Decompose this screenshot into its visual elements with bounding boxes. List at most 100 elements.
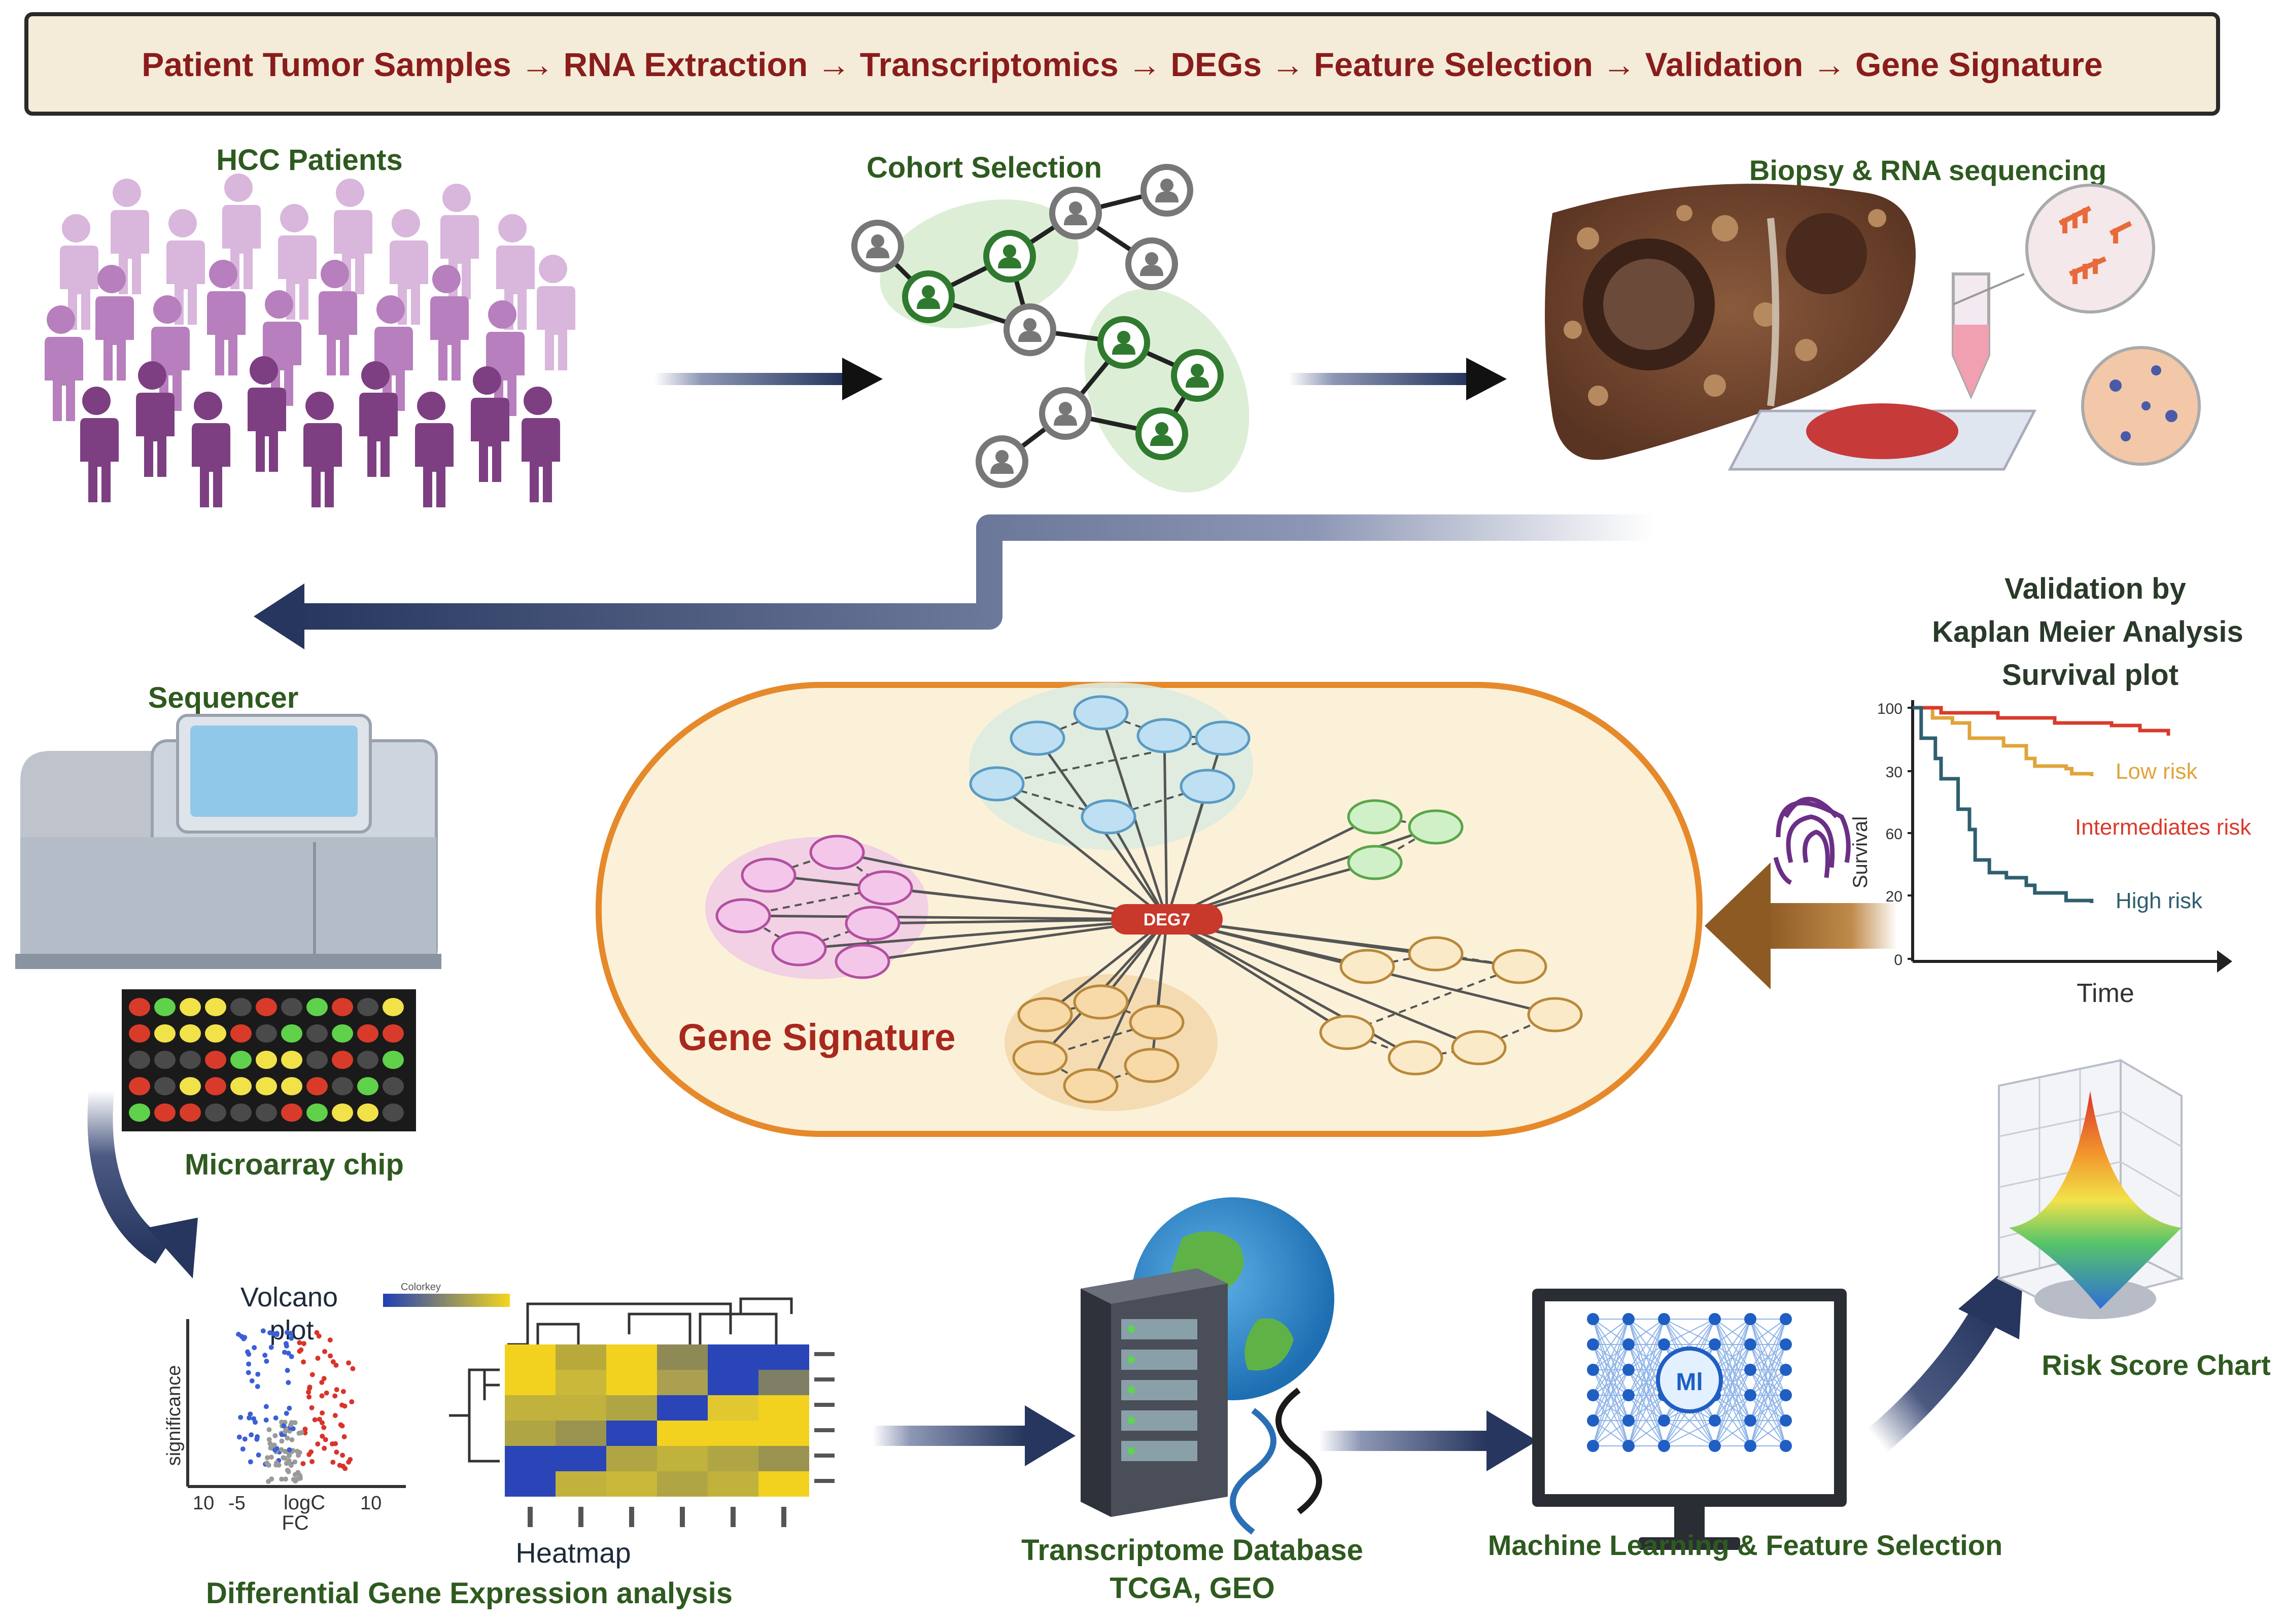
fingerprint-icon xyxy=(1773,797,1851,885)
volcano-point xyxy=(282,1350,287,1355)
volcano-tick-2: -5 xyxy=(228,1493,246,1514)
neural-edge xyxy=(1750,1319,1786,1421)
volcano-point xyxy=(260,1328,266,1334)
neural-edge xyxy=(1628,1344,1665,1446)
volcano-point xyxy=(349,1399,355,1405)
heatmap-cell xyxy=(758,1395,809,1421)
microarray-spot xyxy=(230,998,252,1016)
volcano-point xyxy=(286,1453,292,1459)
heatmap-row-label-mark xyxy=(814,1403,835,1407)
heatmap-cell xyxy=(758,1421,809,1446)
gene-node xyxy=(771,931,827,966)
monitor-icon xyxy=(1532,1289,1847,1550)
volcano-point xyxy=(309,1372,315,1377)
heatmap-cell xyxy=(657,1370,708,1395)
gene-node xyxy=(1073,984,1129,1020)
microarray-spot xyxy=(332,1051,353,1069)
neural-edge xyxy=(1750,1319,1786,1396)
volcano-point xyxy=(279,1438,285,1444)
neural-node xyxy=(1587,1440,1599,1452)
heatmap-cell xyxy=(606,1421,657,1446)
heatmap-col-label-mark xyxy=(680,1507,685,1527)
km-y-tick-label: 0 xyxy=(1894,952,1902,969)
liver-icon xyxy=(1545,184,1916,460)
volcano-point xyxy=(267,1441,273,1446)
volcano-point xyxy=(242,1436,248,1442)
hcc-patients-group: HCC Patients xyxy=(44,144,575,507)
heatmap-col-label-mark xyxy=(781,1507,786,1527)
km-series-label: Low risk xyxy=(2116,759,2198,784)
volcano-point xyxy=(287,1405,292,1411)
sequencer-group: Sequencer xyxy=(15,681,441,969)
risk-score-group: Risk Score Chart xyxy=(1996,1058,2271,1381)
microarray-spot xyxy=(281,1077,302,1095)
ml-group: Ml Machine Learning & Feature Selection xyxy=(1488,1289,2002,1561)
heatmap-cell xyxy=(505,1395,556,1421)
heatmap-cell xyxy=(606,1344,657,1370)
neural-node xyxy=(1587,1389,1599,1401)
km-series-label: High risk xyxy=(2116,888,2203,913)
neural-edge xyxy=(1714,1344,1751,1446)
volcano-point xyxy=(319,1420,325,1426)
volcano-point xyxy=(266,1437,272,1442)
microarray-group: Microarray chip xyxy=(122,989,416,1181)
volcano-point xyxy=(306,1389,312,1395)
gene-node xyxy=(1129,1005,1185,1040)
neural-node xyxy=(1780,1364,1792,1376)
microarray-spot xyxy=(129,1051,150,1069)
gene-node xyxy=(1136,718,1192,753)
microarray-spot xyxy=(306,1077,328,1095)
gene-node xyxy=(715,898,771,934)
neural-edge xyxy=(1628,1319,1665,1345)
validation-label-line3: Survival plot xyxy=(2002,659,2178,692)
heatmap-row-label-mark xyxy=(814,1377,835,1381)
microarray-spot xyxy=(129,1077,150,1095)
volcano-point xyxy=(288,1422,293,1428)
cohort-selection-label: Cohort Selection xyxy=(867,151,1102,184)
volcano-point xyxy=(332,1413,338,1419)
neural-edge xyxy=(1714,1420,1751,1446)
microarray-spot xyxy=(129,998,150,1016)
neural-node xyxy=(1622,1364,1635,1376)
arrow-patients-to-cohort xyxy=(654,358,883,400)
volcano-point xyxy=(327,1337,333,1343)
gene-edge-dashed xyxy=(1164,735,1223,739)
volcano-point xyxy=(315,1441,321,1447)
gene-edge xyxy=(1166,918,1348,1034)
heatmap-row-label-mark xyxy=(814,1454,835,1458)
gene-node xyxy=(1388,1040,1443,1076)
neural-edge xyxy=(1593,1369,1629,1446)
km-series-line xyxy=(1913,706,2094,903)
volcano-point xyxy=(271,1442,277,1448)
volcano-point xyxy=(285,1435,290,1441)
neural-node xyxy=(1780,1313,1792,1325)
km-x-arrowhead xyxy=(2217,950,2232,973)
volcano-point xyxy=(319,1379,325,1385)
volcano-point xyxy=(242,1335,248,1340)
heatmap-label: Heatmap xyxy=(515,1537,631,1569)
heatmap-cell xyxy=(708,1446,758,1471)
volcano-x-label-2: FC xyxy=(282,1512,308,1534)
neural-edge xyxy=(1593,1319,1629,1396)
neural-edge xyxy=(1750,1319,1786,1370)
volcano-point xyxy=(292,1420,298,1426)
microarray-label: Microarray chip xyxy=(185,1148,404,1181)
volcano-point xyxy=(341,1434,347,1439)
neural-node xyxy=(1744,1313,1756,1325)
heatmap-cell xyxy=(758,1471,809,1497)
gene-node xyxy=(741,857,797,893)
microarray-spot xyxy=(230,1077,252,1095)
volcano-point xyxy=(296,1430,302,1436)
gene-node xyxy=(845,906,901,941)
heatmap-cell xyxy=(758,1446,809,1471)
volcano-point xyxy=(348,1457,353,1462)
volcano-point xyxy=(283,1476,288,1482)
gene-node xyxy=(1339,949,1395,984)
gene-node xyxy=(1063,1068,1119,1103)
gene-edge-dashed xyxy=(1346,965,1520,1033)
microarray-spot xyxy=(306,1051,328,1069)
gene-node xyxy=(969,766,1025,802)
database-label-line1: Transcriptome Database xyxy=(1021,1534,1363,1567)
gene-node xyxy=(1527,997,1583,1032)
